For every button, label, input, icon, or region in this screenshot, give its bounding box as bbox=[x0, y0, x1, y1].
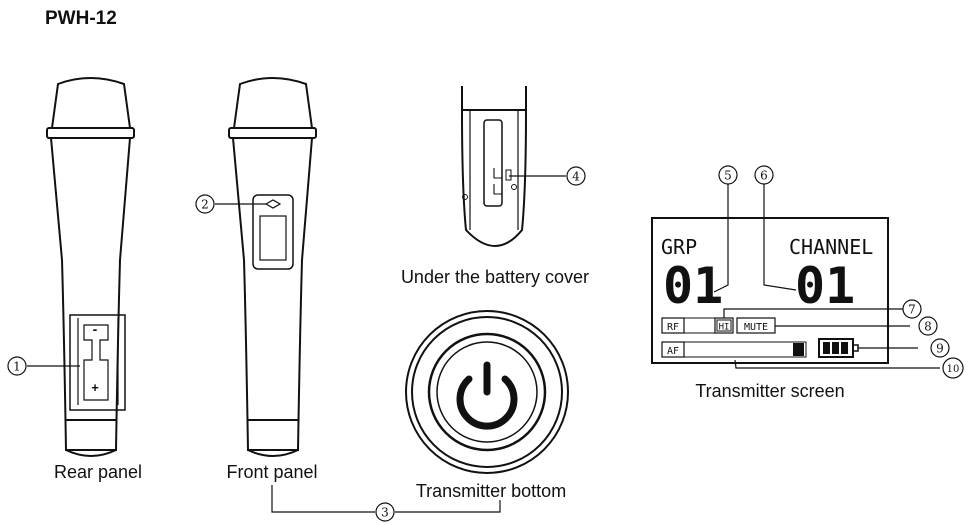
svg-text:4: 4 bbox=[572, 170, 580, 184]
battery-cover-view bbox=[461, 86, 566, 247]
screen-leader-lines bbox=[713, 184, 940, 369]
model-title: PWH-12 bbox=[45, 8, 117, 29]
power-icon bbox=[456, 361, 518, 430]
callout-2: 2 bbox=[195, 194, 215, 214]
af-level-bar bbox=[793, 343, 804, 356]
svg-text:10: 10 bbox=[947, 364, 960, 375]
power-button-bottom bbox=[405, 310, 569, 474]
svg-text:5: 5 bbox=[724, 169, 732, 183]
callout-10: 10 bbox=[942, 357, 964, 379]
mute-label: MUTE bbox=[744, 322, 768, 333]
caption-transmitter-bottom: Transmitter bottom bbox=[416, 481, 566, 501]
front-panel-microphone bbox=[215, 77, 317, 457]
svg-text:2: 2 bbox=[201, 198, 209, 212]
callout-6: 6 bbox=[754, 165, 774, 185]
callout-7: 7 bbox=[902, 299, 922, 319]
rf-label: RF bbox=[667, 322, 679, 333]
transmitter-screen: GRP 01 CHANNEL 01 RF HI MUTE AF bbox=[651, 217, 889, 364]
caption-battery-cover: Under the battery cover bbox=[401, 267, 589, 287]
callout-3: 3 bbox=[271, 485, 501, 522]
caption-rear-panel: Rear panel bbox=[54, 462, 142, 482]
callout-9: 9 bbox=[930, 338, 950, 358]
channel-label: CHANNEL bbox=[789, 235, 873, 259]
rear-plus-mark: + bbox=[91, 380, 99, 395]
svg-text:8: 8 bbox=[924, 320, 932, 334]
svg-text:9: 9 bbox=[936, 342, 944, 356]
callout-8: 8 bbox=[918, 316, 938, 336]
svg-text:3: 3 bbox=[381, 506, 389, 520]
svg-text:6: 6 bbox=[760, 169, 768, 183]
rear-minus-mark: - bbox=[93, 321, 98, 337]
battery-icon bbox=[818, 338, 859, 358]
rear-panel-microphone bbox=[27, 77, 135, 457]
callout-4: 4 bbox=[566, 166, 586, 186]
callout-5: 5 bbox=[718, 165, 738, 185]
svg-text:1: 1 bbox=[13, 360, 21, 374]
svg-text:7: 7 bbox=[908, 303, 916, 317]
grp-value: 01 bbox=[663, 257, 723, 315]
af-label: AF bbox=[667, 346, 679, 357]
channel-value: 01 bbox=[795, 257, 855, 315]
callout-1: 1 bbox=[7, 356, 27, 376]
grp-label: GRP bbox=[661, 235, 697, 259]
caption-front-panel: Front panel bbox=[226, 462, 317, 482]
caption-transmitter-screen: Transmitter screen bbox=[695, 381, 844, 401]
hi-label: HI bbox=[719, 323, 730, 333]
